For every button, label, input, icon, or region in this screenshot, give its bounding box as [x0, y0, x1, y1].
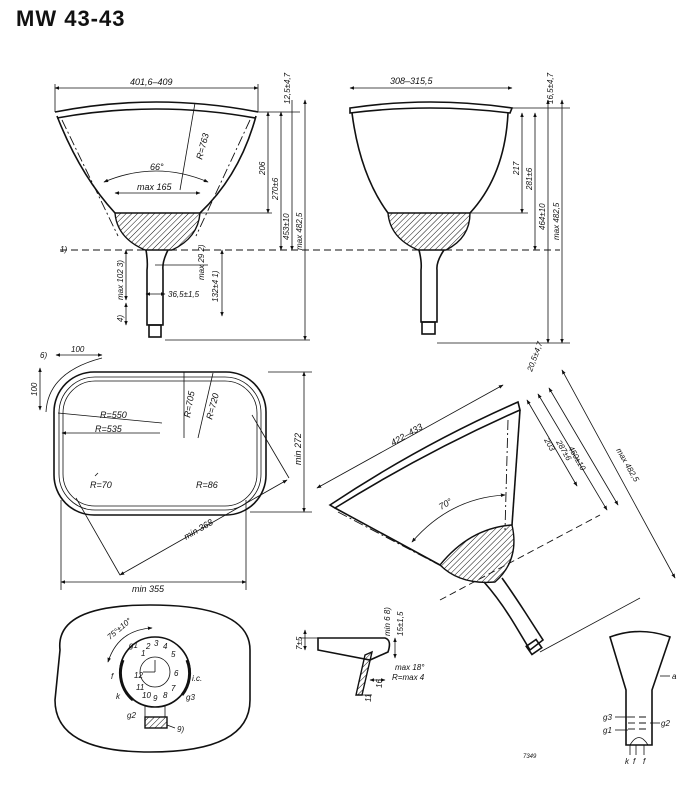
corner-width-label: 100 [71, 345, 85, 354]
face-width-label: min 355 [132, 584, 165, 594]
edge-d3-label: 15±1,5 [396, 611, 405, 636]
radius-550-label: R=550 [100, 410, 127, 420]
edge-detail: 7±5 min 6 8) 15±1,5 max 18° R=max 4 16 1… [295, 607, 425, 702]
front-base-note-label: 4) [116, 315, 125, 322]
radius-86-label: R=86 [196, 480, 218, 490]
base-g3-label: g3 [186, 693, 195, 702]
side-h1-label: 217 [512, 161, 521, 176]
front-h2-label: 270±6 [271, 177, 280, 201]
front-rim-top [54, 101, 259, 113]
front-cone-left [56, 115, 116, 214]
front-h1-label: 206 [258, 161, 267, 176]
pin-4: 4 [163, 642, 168, 651]
front-rim-label: 12,5±4,7 [283, 72, 292, 104]
schematic-g3-label: g3 [603, 713, 612, 722]
front-angle-label: 66° [150, 162, 164, 172]
pin-3: 3 [154, 639, 159, 648]
pin-12: 12 [134, 671, 143, 680]
pin-7: 7 [171, 684, 176, 693]
front-h3-label: 453±10 [282, 213, 291, 240]
base-g1-label: g1 [129, 641, 138, 650]
reference-line-label: 1) [60, 245, 67, 254]
face-diagonal-label: min 368 [182, 517, 215, 542]
face-height-label: min 272 [293, 433, 303, 465]
pin-5: 5 [171, 650, 176, 659]
front-neck-diameter-label: 36,5±1,5 [168, 290, 200, 299]
base-ic-label: i.c. [192, 674, 202, 683]
pin-1: 1 [141, 649, 145, 658]
schematic-anode-label: a [672, 672, 677, 681]
front-base-length-label: 132±4 1) [211, 270, 220, 302]
schematic-f1-label: f [633, 757, 636, 766]
base-k-label: k [116, 692, 121, 701]
front-cone-right [199, 115, 257, 214]
diagonal-rim-label: 20,5±4,7 [525, 340, 545, 374]
side-view: 308–315,5 16,5±4,7 217 281±6 464±10 max … [60, 72, 570, 344]
edge-d1-label: 7±5 [295, 636, 304, 650]
radius-720-label: R=720 [204, 392, 221, 420]
diagonal-view: 422–433 20,5±4,7 203 287±6 450±10 max 48… [316, 340, 676, 656]
schematic-g2-label: g2 [661, 719, 670, 728]
side-h4-label: max 482,5 [552, 202, 561, 240]
side-width-label: 308–315,5 [390, 76, 434, 86]
base-key [144, 716, 168, 729]
base-key-note: 9) [177, 725, 184, 734]
radius-705-label: R=705 [182, 389, 197, 418]
side-neck-hatch [387, 212, 471, 251]
front-neck-max-label: max 165 [137, 182, 173, 192]
drawing-number: 7349 [523, 754, 537, 760]
front-neck-length-label: max 102 3) [116, 260, 125, 300]
radius-70-label: R=70 [90, 480, 112, 490]
base-angle-label: 75°±10° [106, 616, 134, 642]
edge-radius-label: R=max 4 [392, 673, 425, 682]
face-view: 100 100 6) R=550 R=535 R=705 R=720 R=70 … [30, 345, 312, 594]
side-h2-label: 281±6 [525, 167, 534, 191]
front-h4-label: max 482,5 [295, 212, 304, 250]
schematic-f2-label: f [643, 757, 646, 766]
pin-11: 11 [136, 683, 144, 692]
diagonal-h4-label: max 482,5 [614, 447, 641, 484]
schematic-k-label: k [625, 757, 630, 766]
schematic-g1-label: g1 [603, 726, 612, 735]
pin-2: 2 [145, 642, 151, 651]
diagonal-neck-hatch [439, 524, 515, 584]
front-neck-offset-label: max 29 2) [197, 244, 206, 280]
tube-type-title: MW 43-43 [16, 6, 126, 31]
edge-angle-label: max 18° [395, 663, 425, 672]
corner-note-label: 6) [40, 351, 47, 360]
edge-d2-label: min 6 8) [383, 607, 392, 636]
front-view: 401,6–409 12,5±4,7 R=763 66° max 165 206… [54, 72, 310, 341]
edge-d4-label: 16 [375, 679, 384, 688]
pin-9: 9 [153, 694, 158, 703]
electrode-schematic: a g3 g2 g1 k f f [603, 630, 677, 766]
pin-6: 6 [174, 669, 179, 678]
corner-height-label: 100 [30, 382, 39, 396]
pin-10: 10 [142, 691, 151, 700]
base-f-label: f [111, 672, 114, 681]
front-radius-label: R=763 [194, 132, 211, 160]
front-width-label: 401,6–409 [130, 77, 173, 87]
side-h3-label: 464±10 [538, 203, 547, 230]
base-g2-label: g2 [127, 711, 136, 720]
base-view: 75°±10° 1 2 3 4 5 6 7 8 9 10 11 12 g1 f … [54, 604, 251, 753]
front-rim-bottom [56, 108, 256, 119]
side-rim-label: 16,5±4,7 [546, 72, 555, 104]
diagonal-length-label: 422–433 [389, 422, 424, 448]
front-neck-hatch [114, 212, 201, 251]
diagonal-h1-label: 203 [542, 436, 557, 453]
edge-d5-label: 11 [364, 694, 373, 702]
pin-8: 8 [163, 691, 168, 700]
radius-535-label: R=535 [95, 424, 123, 434]
base-pins: 1 2 3 4 5 6 7 8 9 10 11 12 [134, 639, 179, 703]
